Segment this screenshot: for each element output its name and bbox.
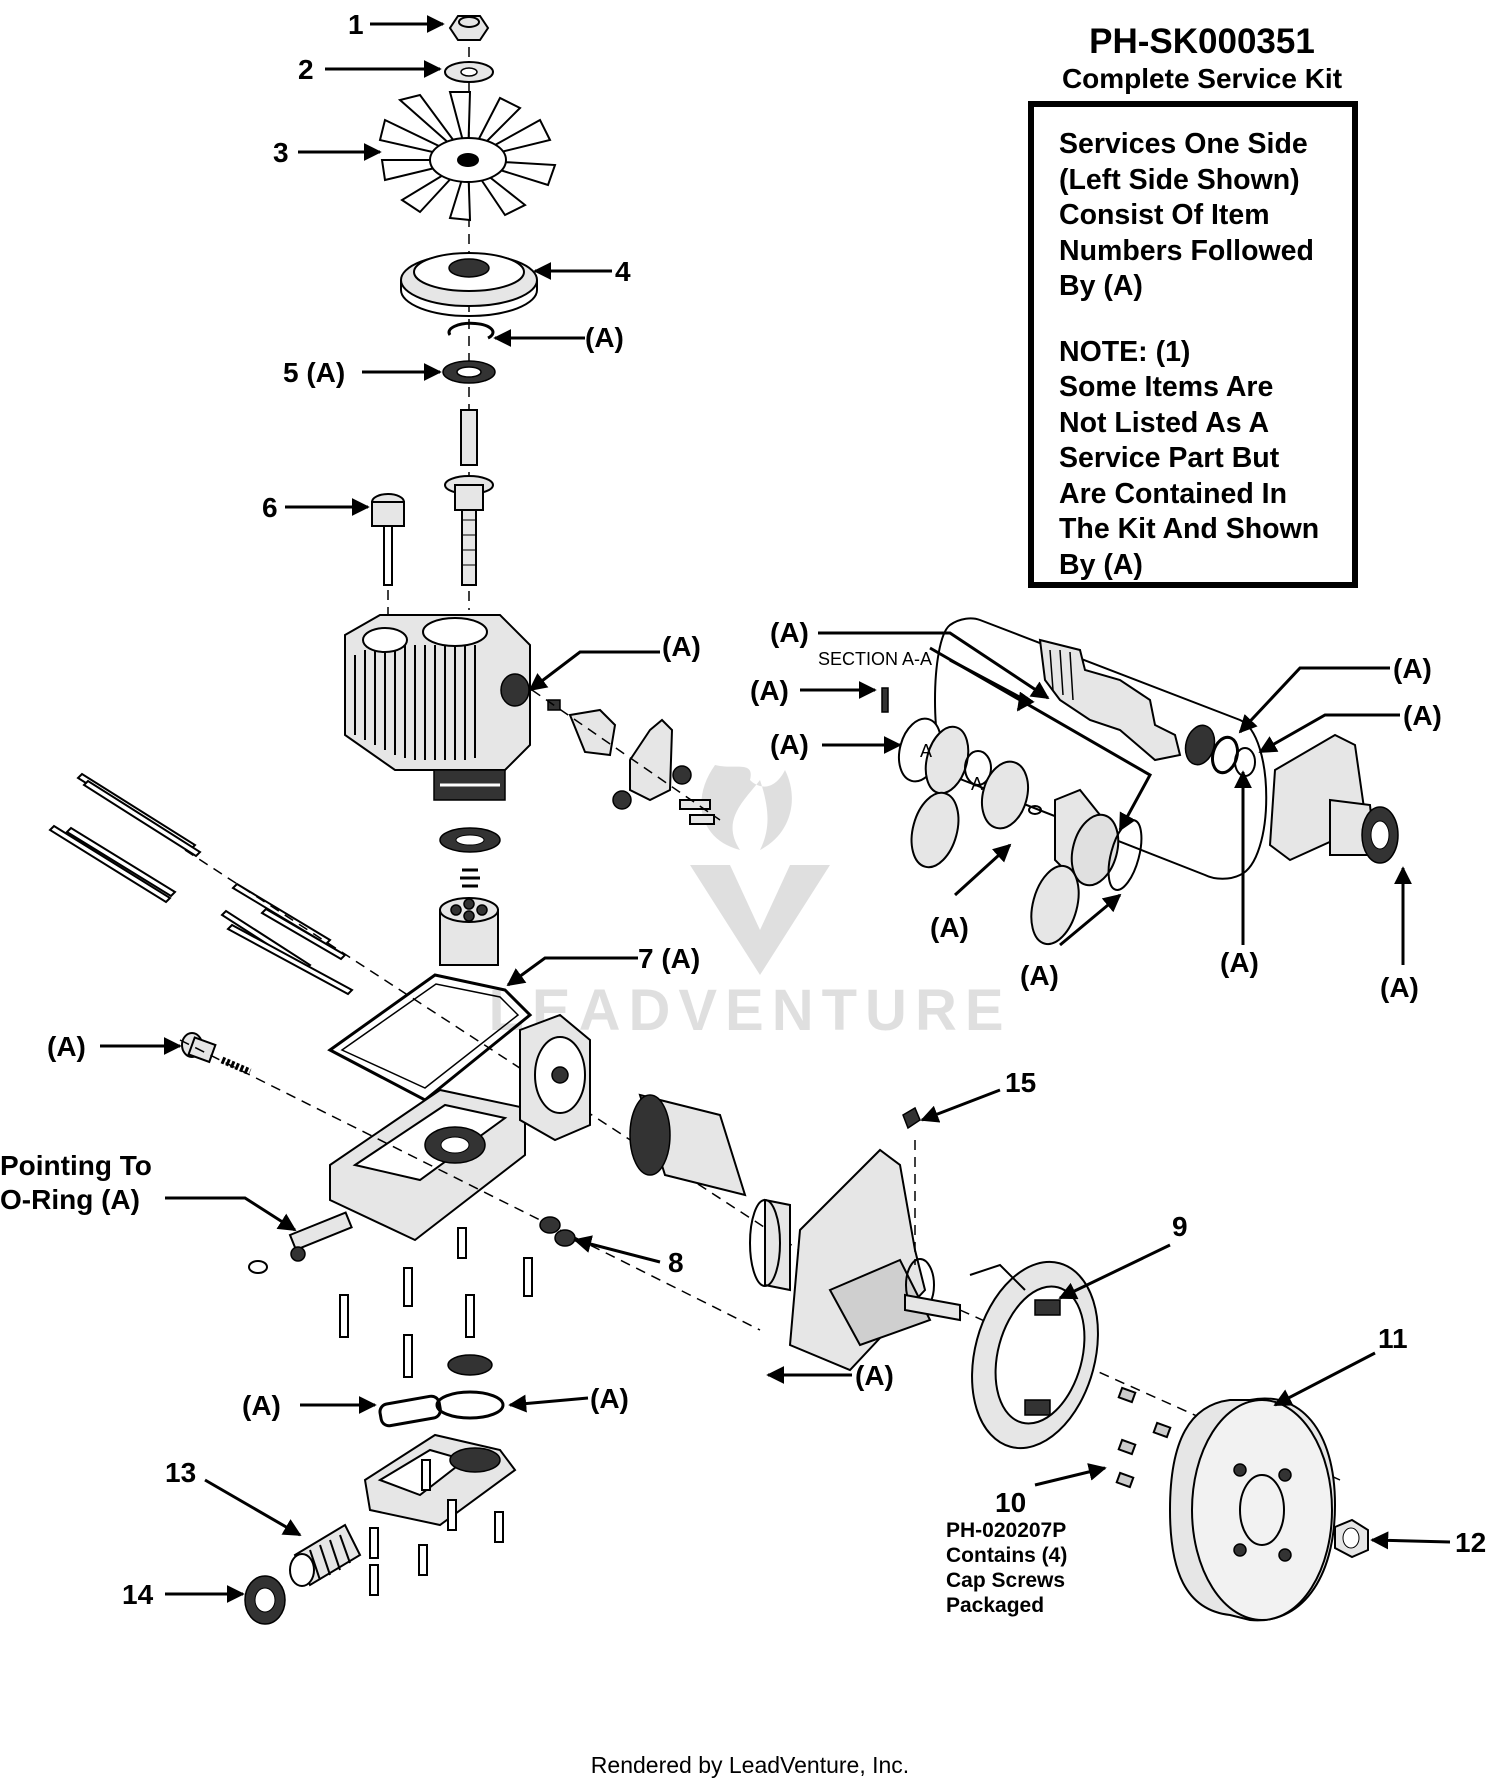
callout-labels: 1 2 3 4 (A) 5 (A) 6 (A) 7 (A) (A) Pointi… — [0, 9, 1486, 1610]
label-a-section-bearing: (A) — [1380, 972, 1419, 1003]
part-8-plugs — [539, 1216, 576, 1247]
kit-line: Services One Side — [1059, 128, 1308, 160]
callout-leaders — [100, 15, 1451, 1603]
label-a-plug: (A) — [47, 1031, 86, 1062]
label-item-10: 10 — [995, 1487, 1026, 1518]
label-a-section-plate: (A) — [1020, 960, 1059, 991]
kit-line: Numbers Followed — [1059, 234, 1314, 267]
item-10-note-line: Packaged — [946, 1594, 1045, 1617]
kit-line: (Left Side Shown) — [1059, 163, 1300, 196]
center-section — [329, 1013, 591, 1242]
label-a-housing: (A) — [662, 631, 701, 662]
label-item-5: 5 (A) — [283, 357, 345, 388]
input-shaft — [444, 409, 494, 586]
part-4-pulley — [400, 252, 538, 317]
item-10-note-line: Contains (4) — [946, 1544, 1068, 1567]
motor-canister — [629, 1093, 791, 1292]
label-a-section-top: (A) — [770, 617, 809, 648]
kit-note-line: Not Listed As A — [1059, 406, 1270, 439]
part-14-cap — [244, 1575, 286, 1625]
part-11-hub — [1168, 1397, 1337, 1622]
charge-relief-plug — [181, 1032, 252, 1076]
part-15-key — [902, 1106, 921, 1130]
label-item-2: 2 — [298, 54, 314, 85]
housing-bolts — [48, 772, 354, 996]
label-a-section-disc: (A) — [770, 729, 809, 760]
filter-housing — [363, 1433, 517, 1527]
kit-line: Consist Of Item — [1059, 199, 1270, 231]
part-2-washer — [444, 61, 494, 83]
part-3-fan — [378, 91, 557, 222]
item-10-note-line: PH-020207P — [946, 1519, 1067, 1542]
part-13-filter — [289, 1523, 362, 1587]
part-7-gasket — [327, 973, 533, 1102]
oring-fitting — [248, 1211, 353, 1274]
section-a-a-label: SECTION A-A — [818, 649, 932, 669]
label-item-7: 7 (A) — [638, 943, 700, 974]
cylinder-block-upper — [433, 769, 506, 966]
retaining-ring — [447, 321, 495, 340]
label-item-9: 9 — [1172, 1211, 1188, 1242]
kit-note-line: The Kit And Shown — [1059, 513, 1320, 545]
label-oring-line2: O-Ring (A) — [0, 1184, 140, 1215]
item-10-note: PH-020207P Contains (4) Cap Screws Packa… — [946, 1518, 1067, 1618]
watermark-logo: LEADVENTURE — [488, 765, 1004, 1043]
part-5-bearing — [442, 360, 496, 384]
section-mark-1: A — [920, 741, 932, 761]
item-10-note-line: Cap Screws — [946, 1569, 1066, 1592]
kit-subtitle: Complete Service Kit — [1061, 63, 1343, 94]
part-9-brake — [969, 1260, 1099, 1450]
bypass-linkage — [531, 689, 721, 825]
part-1-nut — [448, 15, 490, 41]
kit-note-line: By (A) — [1059, 548, 1143, 581]
label-oring-line1: Pointing To — [0, 1150, 152, 1181]
label-item-3: 3 — [273, 137, 289, 168]
label-item-13: 13 — [165, 1457, 196, 1488]
label-item-15: 15 — [1005, 1067, 1036, 1098]
label-item-14: 14 — [122, 1579, 154, 1610]
part-12-nut — [1334, 1518, 1369, 1559]
label-a-section-ring: (A) — [1220, 947, 1259, 978]
label-a-section-block: (A) — [930, 912, 969, 943]
label-a-gasket: (A) — [242, 1390, 281, 1421]
label-a-ring: (A) — [585, 322, 624, 353]
label-a-oring: (A) — [590, 1383, 629, 1414]
label-item-11: 11 — [1378, 1323, 1408, 1354]
part-10-cap-screws — [1115, 1386, 1172, 1489]
label-a-section-seal2: (A) — [1403, 700, 1442, 731]
kit-title: PH-SK000351 — [1089, 22, 1315, 61]
kit-line: By (A) — [1059, 270, 1143, 302]
label-item-4: 4 — [615, 256, 631, 287]
upper-housing — [344, 614, 531, 771]
kit-note-line: Service Part But — [1059, 442, 1280, 474]
label-item-12: 12 — [1455, 1527, 1486, 1558]
filter-adapter — [378, 1354, 505, 1428]
service-kit-box: Services One Side (Left Side Shown) Cons… — [1028, 101, 1358, 588]
label-item-6: 6 — [262, 492, 278, 523]
label-item-8: 8 — [668, 1247, 684, 1278]
section-mark-2: A — [971, 774, 983, 794]
label-a-fitting: (A) — [855, 1360, 894, 1391]
kit-note-line: NOTE: (1) — [1059, 335, 1191, 368]
lower-bolts — [339, 1227, 533, 1378]
label-a-section-pin: (A) — [750, 675, 789, 706]
kit-note-line: Are Contained In — [1059, 477, 1288, 510]
footer-credit: Rendered by LeadVenture, Inc. — [590, 1752, 910, 1778]
label-item-1: 1 — [348, 9, 364, 40]
label-a-section-seal1: (A) — [1393, 653, 1432, 684]
section-a-a-view: A A — [881, 617, 1399, 946]
filter-bolts — [369, 1459, 504, 1596]
kit-note-line: Some Items Are — [1059, 371, 1274, 403]
